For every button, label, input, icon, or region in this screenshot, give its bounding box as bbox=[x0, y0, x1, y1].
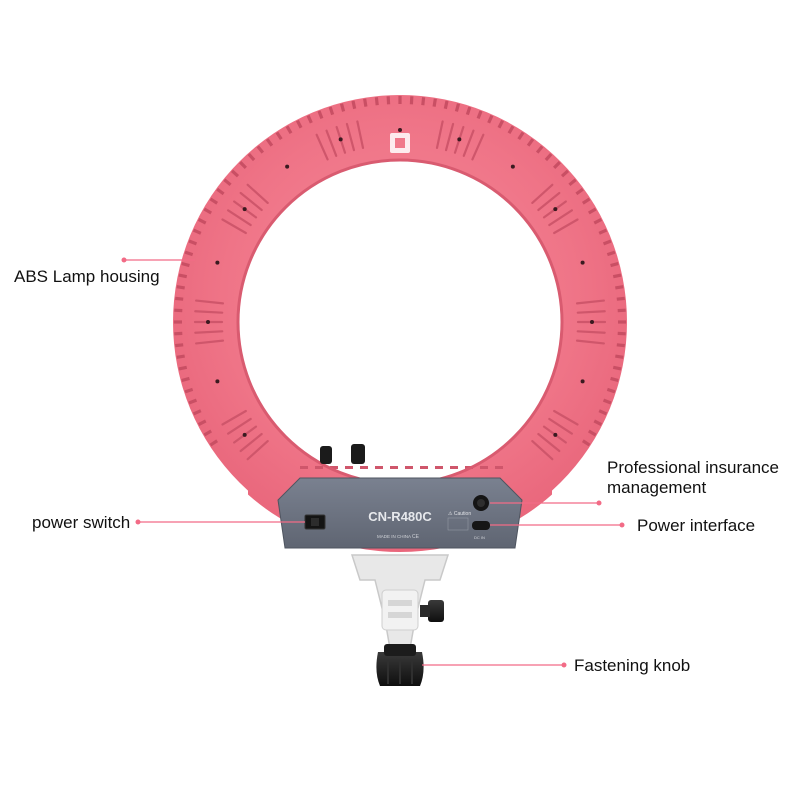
dimmer-knobs bbox=[320, 444, 365, 464]
callout-fastening-knob: Fastening knob bbox=[574, 656, 691, 675]
ring-screw-holes bbox=[206, 128, 594, 437]
callout-dot-interface bbox=[619, 522, 625, 528]
color-temperature-dial-icon bbox=[351, 444, 365, 464]
brightness-dial-icon bbox=[320, 446, 332, 464]
dc-power-port[interactable] bbox=[472, 521, 490, 530]
callout-power-interface: Power interface bbox=[637, 516, 756, 535]
callout-lamp-housing: ABS Lamp housing bbox=[14, 267, 160, 286]
callout-dot-knob bbox=[561, 662, 567, 668]
fastening-knob[interactable] bbox=[376, 644, 424, 686]
caution-text: ⚠ Caution bbox=[448, 511, 471, 517]
callout-insurance-line2: management bbox=[607, 478, 707, 497]
mount-bracket bbox=[350, 554, 450, 661]
ring-vent-teeth bbox=[174, 96, 626, 447]
port-label: DC IN bbox=[474, 535, 485, 540]
ring-vent-slots bbox=[193, 120, 607, 469]
control-panel: CN-R480C MADE IN CHINA CE ⚠ Caution DC I… bbox=[277, 477, 523, 549]
ce-mark: CE bbox=[412, 534, 420, 540]
side-knob[interactable] bbox=[420, 600, 444, 622]
model-number: CN-R480C bbox=[368, 509, 432, 524]
callout-power-switch: power switch bbox=[32, 513, 131, 532]
callout-insurance-management: Professional insurance management bbox=[607, 458, 779, 498]
made-in-text: MADE IN CHINA bbox=[377, 534, 411, 539]
ring-housing bbox=[170, 92, 630, 552]
callout-insurance-line1: Professional insurance bbox=[607, 458, 779, 477]
callout-dot-insurance bbox=[596, 500, 602, 506]
callout-lines bbox=[121, 257, 625, 668]
